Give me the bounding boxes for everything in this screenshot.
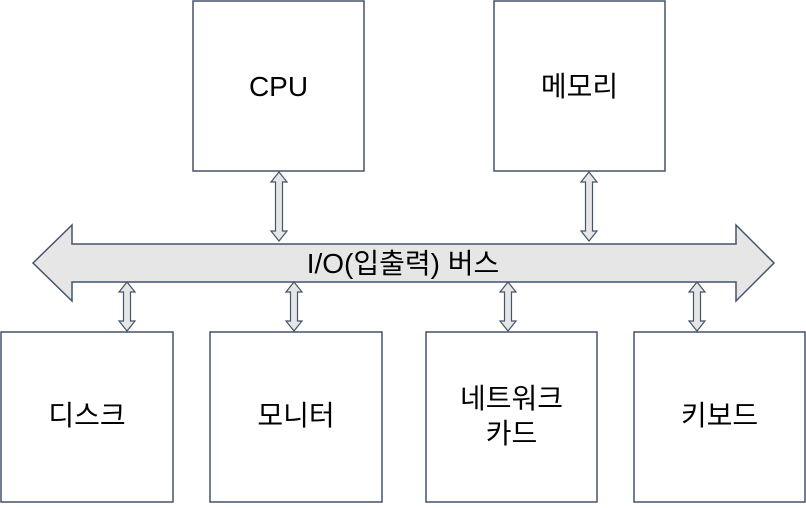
- io-bus-label: I/O(입출력) 버스: [307, 248, 500, 279]
- disk-box: [0, 331, 174, 503]
- keyboard-label: 키보드: [681, 400, 758, 431]
- network-card-label-line1: 네트워크: [460, 383, 563, 414]
- bus-connectors: [117, 171, 707, 332]
- monitor-label: 모니터: [257, 400, 334, 431]
- network-card-bus-connector: [498, 281, 518, 332]
- memory-box: [493, 0, 666, 172]
- cpu-box: [192, 0, 365, 172]
- network-card-label-line2: 카드: [486, 418, 538, 449]
- cpu-label: CPU: [249, 71, 308, 102]
- io-bus-arrow: [31, 223, 776, 303]
- disk-label: 디스크: [48, 400, 125, 431]
- keyboard-box: [633, 331, 806, 503]
- monitor-bus-connector: [284, 281, 304, 332]
- monitor-box: [209, 331, 383, 503]
- network-card-box: [425, 331, 598, 503]
- memory-label: 메모리: [541, 71, 618, 102]
- disk-bus-connector: [117, 281, 137, 332]
- keyboard-bus-connector: [687, 281, 707, 332]
- memory-bus-connector: [579, 171, 599, 242]
- cpu-bus-connector: [269, 171, 289, 242]
